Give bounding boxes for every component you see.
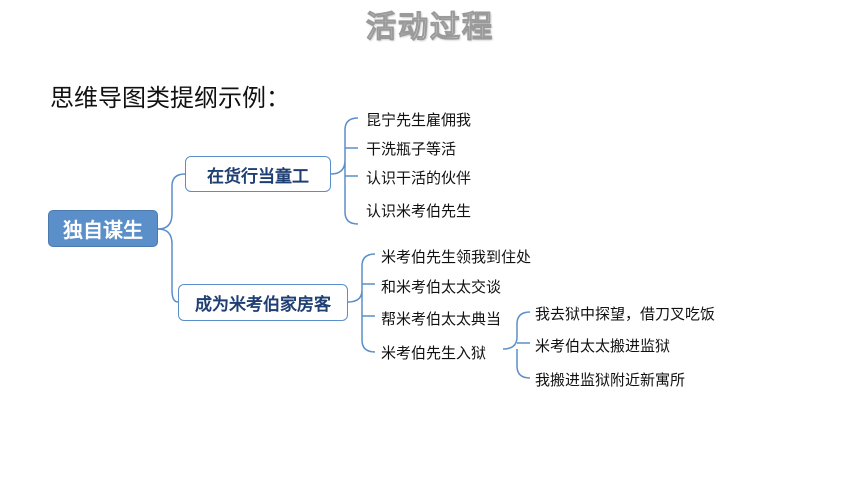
branch-node-1: 在货行当童工: [185, 156, 331, 192]
leaf-node: 和米考伯太太交谈: [381, 278, 502, 296]
leaf-node: 昆宁先生雇佣我: [366, 111, 472, 129]
branch-node-2: 成为米考伯家房客: [178, 284, 348, 321]
leaf-node: 米考伯先生入狱: [381, 344, 487, 362]
root-node: 独自谋生: [48, 210, 158, 247]
slide-title: 活动过程: [366, 10, 494, 46]
connector-root-to-branch-1: [157, 173, 186, 230]
subtitle: 思维导图类提纲示例：: [50, 84, 290, 112]
connector-branch-1-brace: [330, 117, 359, 225]
leaf-node: 帮米考伯太太典当: [381, 310, 502, 328]
leaf-node: 认识干活的伙伴: [366, 169, 472, 187]
leaf-node: 干洗瓶子等活: [366, 140, 457, 158]
sub-leaf-node: 米考伯太太搬进监狱: [535, 337, 671, 355]
sub-leaf-node: 我搬进监狱附近新寓所: [535, 371, 686, 389]
connector-root-to-branch-2: [157, 228, 179, 303]
leaf-node: 认识米考伯先生: [366, 202, 472, 220]
connector-branch-2-brace: [347, 253, 376, 353]
sub-leaf-node: 我去狱中探望，借刀叉吃饭: [535, 305, 716, 323]
connector-sub-brace: [502, 311, 531, 379]
leaf-node: 米考伯先生领我到住处: [381, 248, 532, 266]
